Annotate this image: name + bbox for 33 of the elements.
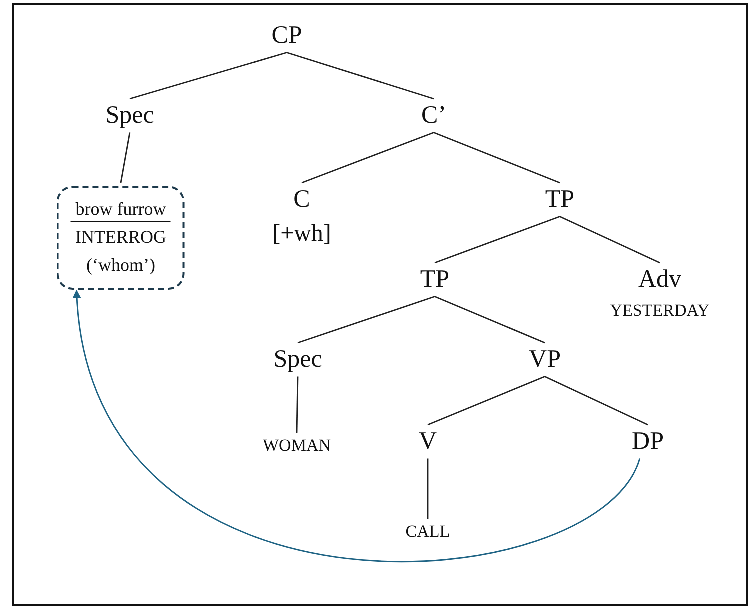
tree-branch xyxy=(544,376,648,426)
tree-branch xyxy=(428,376,546,426)
category-label: VP xyxy=(529,346,561,375)
category-label: Spec xyxy=(274,346,322,375)
category-label: DP xyxy=(632,428,664,457)
tree-branch xyxy=(298,296,436,344)
category-label: TP xyxy=(420,266,450,295)
movement-arrow xyxy=(74,290,641,562)
tree-branch xyxy=(434,296,546,344)
tree-branch xyxy=(434,132,560,184)
category-label: C’ xyxy=(422,102,446,131)
category-label: V xyxy=(418,428,438,457)
tree-branch xyxy=(120,132,131,184)
tree-branch xyxy=(427,458,429,519)
gloss-label: WOMAN xyxy=(263,436,331,456)
sign-label: (‘whom’) xyxy=(86,254,156,275)
gloss-label: CALL xyxy=(406,522,450,542)
feature-label: [+wh] xyxy=(272,220,332,248)
category-label: C xyxy=(292,186,312,215)
category-label: Adv xyxy=(637,266,683,295)
category-label: CP xyxy=(272,22,302,51)
category-label: Spec xyxy=(106,102,154,131)
tree-branch xyxy=(286,52,434,100)
tree-branch xyxy=(302,132,434,184)
gloss-label: brow furrow xyxy=(70,198,172,222)
tree-branch xyxy=(130,52,288,100)
feature-label: YESTERDAY xyxy=(610,300,710,320)
sign-label: INTERROG xyxy=(76,226,166,247)
tree-branch xyxy=(434,216,560,264)
category-label: TP xyxy=(545,186,575,215)
tree-branch xyxy=(560,216,660,264)
dashed-box xyxy=(56,186,186,290)
tree-branch xyxy=(296,376,299,434)
